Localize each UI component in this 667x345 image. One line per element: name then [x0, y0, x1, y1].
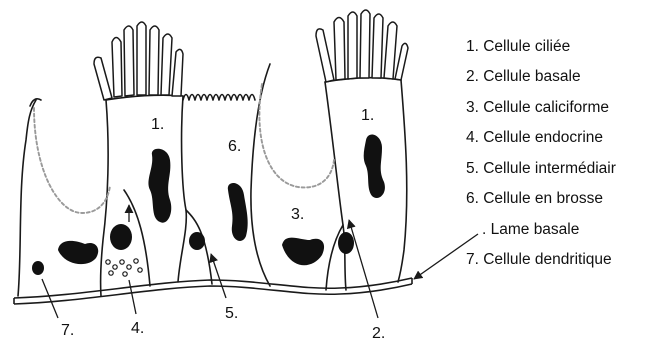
- nucleus-ciliated-cell-right: [364, 134, 385, 198]
- legend-item: 5. Cellule intermédiair: [466, 160, 616, 177]
- legend-item: 2. Cellule basale: [466, 68, 581, 85]
- ciliated-cell-right-left-edge: [325, 82, 346, 290]
- basal-cell-pointer: [349, 220, 378, 318]
- cilium: [149, 26, 159, 95]
- cilium: [124, 26, 134, 96]
- cilium: [372, 14, 383, 78]
- granule: [127, 265, 131, 269]
- cilium: [334, 18, 345, 81]
- label-ciliated-cell-left: 1.: [151, 116, 164, 133]
- legend-item: 4. Cellule endocrine: [466, 129, 603, 146]
- leftmost-cell-mucus-outline: [34, 108, 110, 213]
- cilium: [395, 43, 408, 80]
- cilium: [360, 10, 370, 78]
- nucleus-dendritic-cell: [32, 261, 44, 275]
- label-basal-cell: 2.: [372, 325, 385, 342]
- legend-item: 3. Cellule caliciforme: [466, 99, 609, 116]
- cilium: [316, 29, 334, 82]
- nucleus-ciliated-cell-left: [148, 149, 171, 223]
- endocrine-cell-pointer: [129, 280, 136, 314]
- nucleus-endocrine-cell: [110, 224, 132, 250]
- goblet-cell-mucus-outline: [259, 84, 334, 187]
- granule: [109, 271, 113, 275]
- basement-membrane-upper-line: [14, 278, 412, 298]
- basal-cell-edge: [326, 225, 343, 290]
- cell-labels: 1. 6. 1. 3. 7. 4. 5. 2.: [61, 107, 385, 342]
- ciliated-cell-left-right-edge: [178, 96, 186, 282]
- granule: [106, 260, 110, 264]
- brush-cell-microvilli: [183, 95, 255, 101]
- cilia-right-cell: [316, 10, 408, 82]
- dendritic-cell-pointer: [42, 279, 58, 318]
- ciliated-cell-right-right-edge: [398, 80, 407, 282]
- nucleus-goblet-cell: [282, 238, 324, 266]
- granule: [123, 272, 127, 276]
- nucleus-leftmost-cell: [58, 241, 98, 264]
- label-intermediate-cell: 5.: [225, 305, 238, 322]
- endocrine-granules: [106, 259, 142, 276]
- nucleus-intermediate-cell: [189, 232, 205, 250]
- legend-item: 1. Cellule ciliée: [466, 38, 570, 55]
- cilia-left-cell: [94, 22, 183, 100]
- granule: [120, 260, 124, 264]
- cilium: [112, 38, 122, 98]
- legend: 1. Cellule ciliée 2. Cellule basale 3. C…: [466, 38, 616, 268]
- cilium: [172, 49, 183, 96]
- cilium: [137, 22, 146, 95]
- intermediate-cell-arrow: [211, 254, 226, 298]
- cilium: [161, 34, 172, 95]
- label-endocrine-cell: 4.: [131, 320, 144, 337]
- label-brush-cell: 6.: [228, 138, 241, 155]
- legend-item: 7. Cellule dendritique: [466, 251, 612, 268]
- cilium: [94, 57, 112, 100]
- cilium: [384, 22, 397, 79]
- legend-item: . Lame basale: [482, 221, 579, 238]
- legend-item: 6. Cellule en brosse: [466, 190, 603, 207]
- nucleus-basal-cell: [338, 232, 354, 254]
- granule: [113, 265, 117, 269]
- granule: [138, 268, 142, 272]
- granule: [134, 259, 138, 263]
- basement-membrane: [14, 278, 412, 304]
- nucleus-brush-cell: [228, 183, 248, 241]
- label-goblet-cell: 3.: [291, 206, 304, 223]
- label-ciliated-cell-right: 1.: [361, 107, 374, 124]
- label-dendritic-cell: 7.: [61, 322, 74, 339]
- cilium: [348, 12, 357, 79]
